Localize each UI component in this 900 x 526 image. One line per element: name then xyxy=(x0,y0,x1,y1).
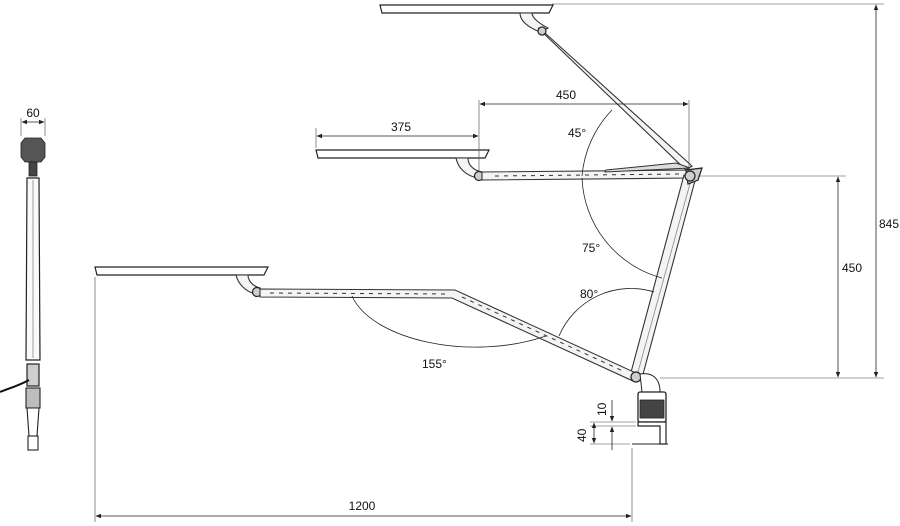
side-clamp-body xyxy=(25,387,41,409)
dim-total-reach-label: 1200 xyxy=(349,499,376,513)
side-view: 60 xyxy=(0,106,46,451)
arm-top xyxy=(537,26,693,171)
angle-155-label: 155° xyxy=(422,357,447,371)
side-head-cap xyxy=(20,137,46,163)
lamp-head-top xyxy=(379,4,554,33)
lamp-head-middle xyxy=(315,149,490,182)
dim-side-width: 60 xyxy=(26,106,40,120)
dim-arm-reach: 450 xyxy=(479,88,690,168)
dim-clamp-depth-label: 40 xyxy=(575,428,589,442)
angle-80-label: 80° xyxy=(580,287,598,301)
arc-155 xyxy=(351,295,547,348)
side-neck xyxy=(28,161,38,177)
dim-pivot-height: 450 xyxy=(698,175,862,378)
dim-head-length-label: 375 xyxy=(391,120,411,134)
pivot-joint xyxy=(684,170,696,182)
arm-middle xyxy=(481,162,691,181)
arc-75 xyxy=(581,177,663,279)
arm-lower-main xyxy=(629,167,703,379)
side-lower-joint xyxy=(26,363,40,387)
base-clamp xyxy=(630,371,668,445)
dim-pivot-height-label: 450 xyxy=(842,261,862,275)
arc-80 xyxy=(558,288,655,337)
dim-total-height: 845 xyxy=(552,3,899,379)
dim-arm-reach-label: 450 xyxy=(556,88,576,102)
side-cable xyxy=(0,379,30,393)
angle-75-label: 75° xyxy=(582,241,600,255)
dim-head-length: 375 xyxy=(315,100,480,172)
angle-45-label: 45° xyxy=(568,126,586,140)
lamp-head-bottom xyxy=(94,266,269,298)
dim-total-reach: 1200 xyxy=(94,277,633,522)
dim-clamp-top-label: 10 xyxy=(595,402,609,416)
dim-clamp: 10 40 xyxy=(575,400,636,450)
arc-45 xyxy=(581,109,613,177)
arm-bottom xyxy=(259,288,639,382)
dim-total-height-label: 845 xyxy=(879,217,899,231)
